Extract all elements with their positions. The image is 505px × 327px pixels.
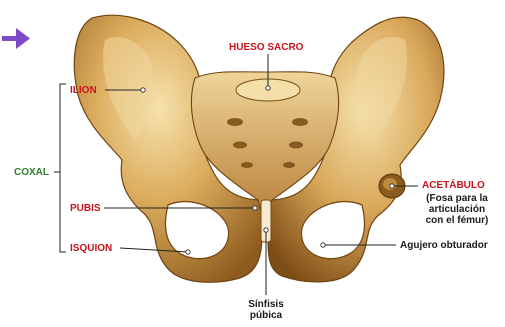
label-acetabulo: ACETÁBULO (422, 180, 485, 191)
label-coxal: COXAL (14, 167, 49, 178)
label-pubis: PUBIS (70, 203, 101, 214)
label-sinfisis-pubica: Sínfisis púbica (236, 299, 296, 321)
label-isquion: ISQUION (70, 243, 112, 254)
label-ilion: ILION (70, 85, 97, 96)
label-agujero-obturador: Agujero obturador (400, 240, 488, 251)
label-acetabulo-note: (Fosa para la articulación con el fémur) (416, 193, 498, 226)
right-arrow-icon (2, 28, 30, 49)
label-hueso-sacro: HUESO SACRO (229, 42, 303, 53)
